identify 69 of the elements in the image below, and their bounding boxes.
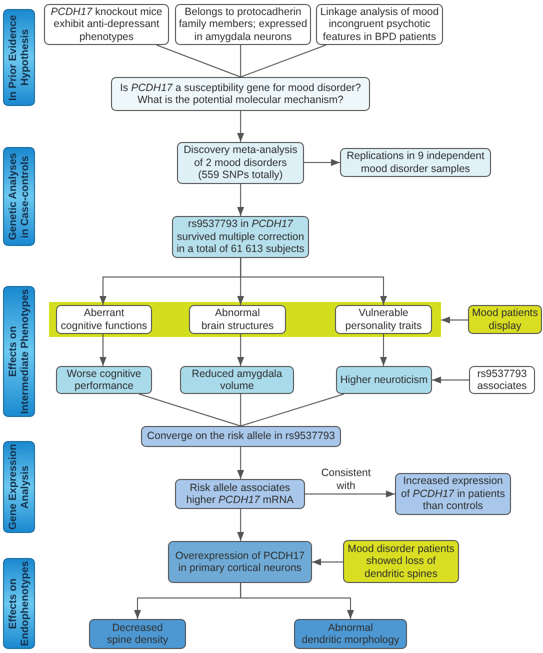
phenotype-text: Vulnerable personality traits — [345, 307, 422, 332]
phenotype-box — [335, 305, 432, 334]
phenotype-text: Aberrant cognitive functions — [60, 307, 148, 332]
finding-box — [336, 366, 432, 394]
association-text: rs9537793 associates — [477, 368, 527, 392]
connector-line — [240, 394, 242, 426]
arrow — [237, 508, 244, 542]
question-text: Is PCDH17 a susceptibility gene for mood disorder? What is the potential molecular mechanism? — [120, 82, 362, 106]
finding-box — [56, 366, 152, 394]
expression-box — [395, 473, 511, 515]
arrow — [304, 159, 340, 166]
analysis-box — [177, 142, 304, 184]
evidence-box — [44, 4, 169, 45]
finding-text: Reduced amygdala volume — [192, 368, 282, 392]
arrow — [237, 184, 244, 216]
arrow — [237, 110, 244, 142]
analysis-box — [340, 148, 491, 177]
arrow — [240, 258, 387, 306]
section-title: Gene Expression Analysis — [7, 444, 31, 530]
outcome-text: Decreased spine density — [106, 622, 168, 646]
section-title: Genetic Analyses in Case-controls — [7, 152, 31, 240]
highlight-band — [49, 302, 441, 337]
phenotype-box — [56, 305, 152, 334]
arrow — [432, 376, 470, 384]
expression-box — [141, 426, 341, 447]
observation-text: Mood patients display — [472, 307, 538, 332]
outcome-box — [294, 619, 407, 649]
expression-box — [175, 479, 305, 509]
arrow — [237, 446, 244, 480]
connector-line — [240, 394, 344, 426]
arrow — [237, 334, 244, 366]
section-title: In Prior Evidence Hypothesis — [7, 14, 31, 100]
result-text: rs9537793 in PCDH17 survived multiple correction in a total of 61 613 subjects — [176, 218, 304, 256]
section-tab — [3, 9, 35, 106]
expression-text: Risk allele associates higher PCDH17 mRNA — [186, 482, 294, 506]
evidence-text: Linkage analysis of mood incongruent psychotic features in BPD patients — [320, 6, 439, 44]
question-box — [111, 77, 370, 111]
arrow — [312, 558, 344, 566]
arrow — [100, 334, 106, 366]
analysis-text: Replications in 9 independent mood disorder samples — [346, 150, 484, 175]
experiment-box — [168, 541, 312, 583]
phenotype-box — [189, 305, 286, 334]
arrow — [440, 316, 468, 324]
connector-line — [240, 44, 326, 78]
evidence-text: Belongs to protocadherin family members; expressed in amygdala neurons — [178, 6, 308, 44]
observation-box — [468, 305, 542, 334]
outcome-box — [89, 619, 186, 649]
edge-label: Consistent with — [319, 467, 373, 492]
connector-line — [156, 44, 242, 78]
phenotype-text: Abnormal brain structures — [201, 307, 274, 332]
evidence-text: PCDH17 knockout mice exhibit anti-depressant phenotypes — [50, 6, 162, 44]
arrow — [304, 490, 396, 498]
finding-box — [180, 366, 294, 394]
arrow — [380, 334, 387, 366]
section-title: Effects on Endophenotypes — [7, 560, 31, 646]
association-box — [469, 366, 535, 394]
observation-text: Mood disorder patients showed loss of dendritic spines — [348, 542, 454, 580]
expression-text: Converge on the risk allele in rs9537793 — [147, 430, 335, 443]
analysis-text: Discovery meta-analysis of 2 mood disorders (559 SNPs totally) — [184, 144, 298, 182]
section-title: Effects on Intermediate Phenotypes — [7, 289, 31, 414]
outcome-text: Abnormal dendritic morphology — [302, 622, 400, 646]
finding-text: Worse cognitive performance — [66, 368, 142, 392]
experiment-text: Overexpression of PCDH17 in primary cortical neurons — [175, 550, 305, 574]
arrow — [240, 582, 354, 620]
connector-line — [138, 394, 242, 426]
expression-text: Increased expression of PCDH17 in patients than controls — [401, 475, 505, 513]
finding-text: Higher neuroticism — [340, 374, 428, 386]
connector-line — [240, 44, 242, 78]
section-tab — [3, 147, 35, 246]
